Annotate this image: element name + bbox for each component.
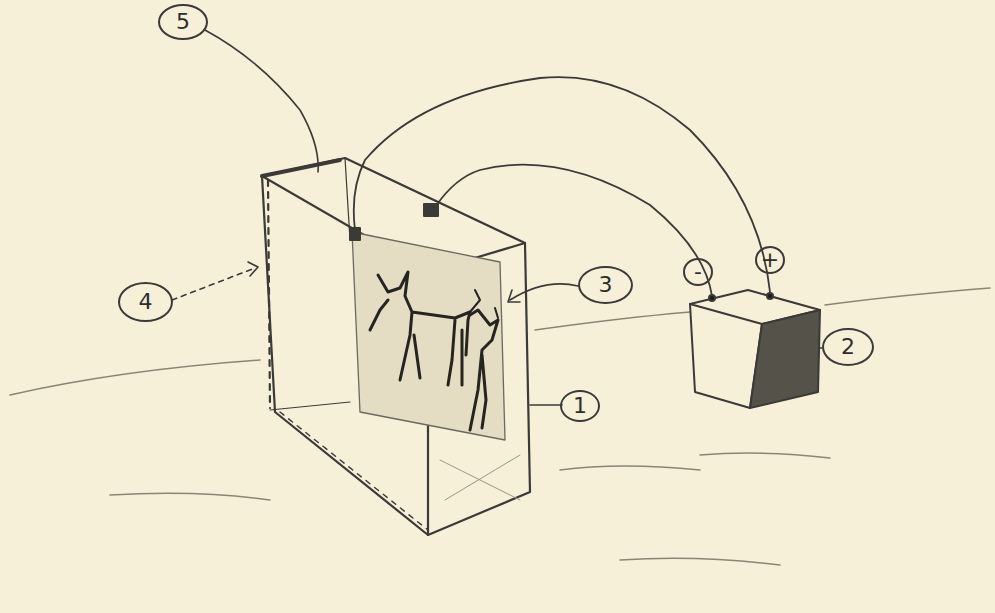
callout-circle: 1	[560, 390, 600, 422]
callout-number: 4	[139, 291, 153, 313]
callout-number: 5	[176, 11, 190, 33]
callout-number: 2	[841, 336, 855, 358]
leader-lines	[172, 30, 822, 405]
callout-circle: -	[683, 258, 713, 286]
wires	[354, 77, 770, 296]
dog-figures	[370, 272, 498, 430]
wire-tabs	[350, 204, 438, 240]
image-plate	[352, 232, 505, 440]
callout-circle: 4	[118, 282, 173, 322]
callout-circle: 3	[578, 266, 633, 304]
callout-number: -	[694, 261, 702, 283]
callout-number: 3	[599, 274, 613, 296]
display-box	[262, 158, 530, 535]
callout-number: +	[761, 249, 779, 271]
callout-circle: +	[755, 246, 785, 274]
callout-circle: 2	[822, 328, 874, 366]
callout-circle: 5	[158, 4, 208, 40]
callout-number: 1	[573, 395, 587, 417]
battery	[690, 290, 820, 408]
